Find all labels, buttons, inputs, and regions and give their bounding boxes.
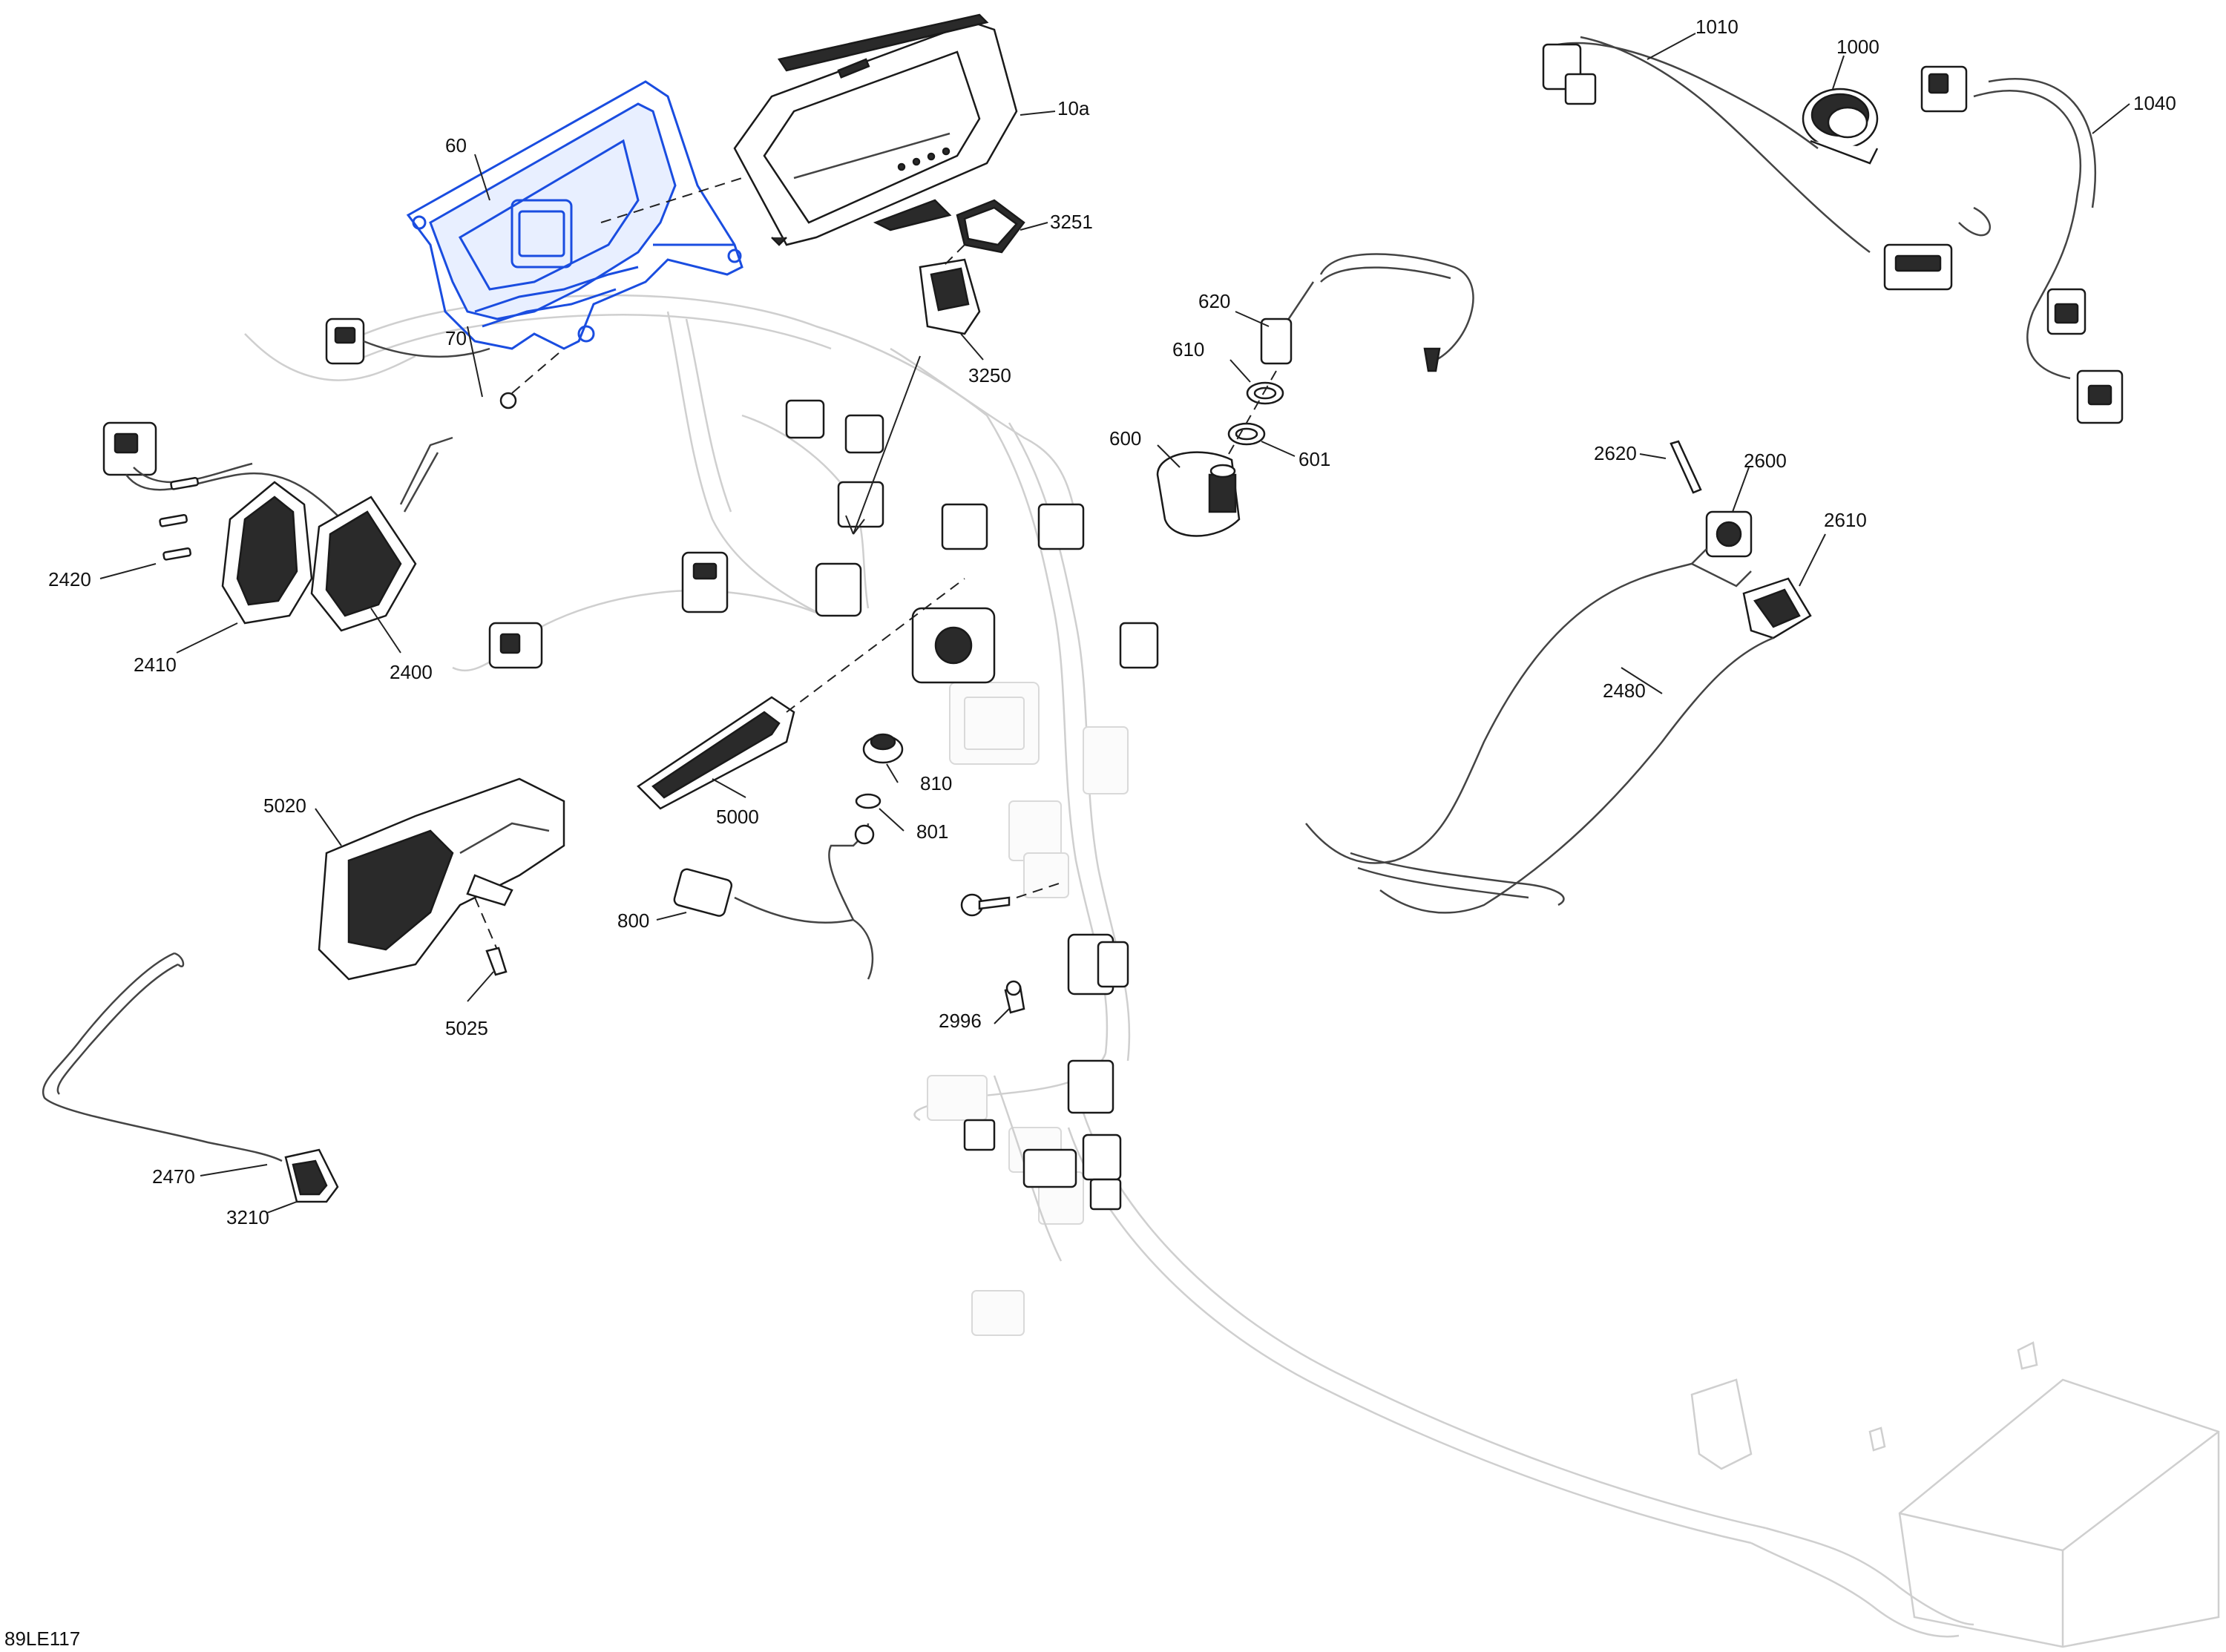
- label-2400[interactable]: 2400: [390, 661, 433, 683]
- label-3250[interactable]: 3250: [968, 364, 1011, 386]
- bolt-center: [960, 882, 1062, 917]
- instrument-bracket-highlighted[interactable]: [406, 80, 743, 350]
- ring-601: [1227, 422, 1266, 446]
- label-2996[interactable]: 2996: [939, 1010, 982, 1032]
- label-2480[interactable]: 2480: [1603, 679, 1646, 702]
- label-800[interactable]: 800: [617, 909, 649, 932]
- bracket-5020: [318, 777, 565, 981]
- label-1000[interactable]: 1000: [1836, 36, 1879, 58]
- plug-810: [862, 733, 904, 764]
- screw-2620: [1670, 440, 1702, 494]
- ignition-600: [1156, 451, 1241, 537]
- seal-801: [855, 793, 881, 809]
- module-5000: [637, 578, 965, 810]
- harness-left-top: [102, 421, 342, 520]
- label-2620[interactable]: 2620: [1594, 442, 1637, 464]
- socket-1000: [1802, 88, 1879, 165]
- dash-cluster: [600, 177, 743, 223]
- cap-3251: [956, 199, 1025, 254]
- label-601[interactable]: 601: [1298, 448, 1330, 470]
- instrument-cluster-10a[interactable]: [733, 13, 1018, 246]
- harness-1040: [1920, 65, 2124, 424]
- connector-2610: [1742, 577, 1812, 639]
- switch-3250: [845, 244, 981, 535]
- lanyard-620: [1260, 253, 1474, 372]
- bolt-2996: [1004, 980, 1025, 1014]
- label-3210[interactable]: 3210: [226, 1206, 269, 1228]
- sensor-2600: [1690, 510, 1753, 588]
- switch-housing-2410: [221, 481, 313, 625]
- label-1010[interactable]: 1010: [1695, 16, 1739, 38]
- harness-2470: [42, 952, 283, 1162]
- connector-left-bracket: [325, 317, 490, 365]
- label-600[interactable]: 600: [1109, 427, 1141, 450]
- harness-1010: [1542, 36, 1953, 291]
- label-620[interactable]: 620: [1198, 290, 1230, 312]
- screw-70: [499, 348, 565, 409]
- label-1040[interactable]: 1040: [2133, 92, 2176, 114]
- dash-600: [1216, 370, 1277, 475]
- harness-2480: [1305, 562, 1774, 914]
- ring-610: [1246, 381, 1284, 405]
- drawing-id: 89LE117: [4, 1628, 80, 1650]
- label-2610[interactable]: 2610: [1824, 509, 1867, 531]
- label-5000[interactable]: 5000: [716, 806, 759, 828]
- label-801[interactable]: 801: [916, 820, 948, 843]
- label-5025[interactable]: 5025: [445, 1017, 488, 1039]
- label-810[interactable]: 810: [920, 772, 952, 794]
- screw-5025: [474, 897, 508, 976]
- switch-2400: [310, 436, 453, 632]
- label-70[interactable]: 70: [445, 327, 467, 349]
- label-5020[interactable]: 5020: [263, 794, 306, 817]
- label-2470[interactable]: 2470: [152, 1165, 195, 1188]
- label-610[interactable]: 610: [1172, 338, 1204, 361]
- label-2420[interactable]: 2420: [48, 568, 91, 590]
- label-3251[interactable]: 3251: [1050, 211, 1093, 233]
- harness-connectors: [488, 399, 1159, 1211]
- label-2410[interactable]: 2410: [134, 654, 177, 676]
- screws-2420: [159, 476, 199, 561]
- battery: [1690, 1341, 2220, 1648]
- connector-3210: [284, 1148, 339, 1203]
- sensor-800: [673, 823, 875, 980]
- label-10a[interactable]: 10a: [1057, 97, 1090, 119]
- part-labels: 60 70 10a 3251 3250 620 610 600 601 1010…: [4, 16, 2176, 1650]
- label-2600[interactable]: 2600: [1744, 450, 1787, 472]
- leader-lines: [99, 33, 2130, 1214]
- label-60[interactable]: 60: [445, 134, 467, 157]
